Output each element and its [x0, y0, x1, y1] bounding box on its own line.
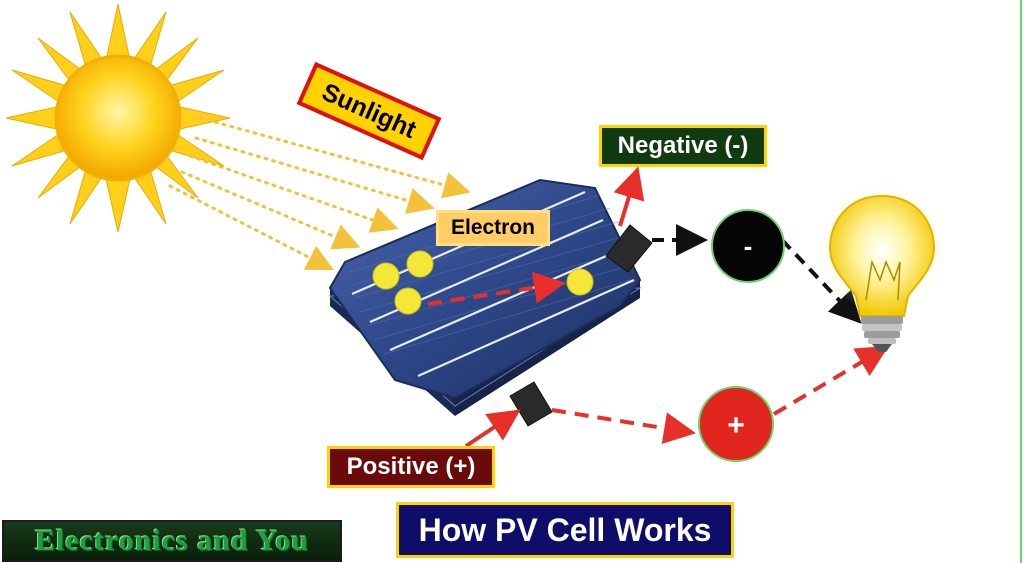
sun-icon	[5, 3, 231, 233]
negative-label-arrow	[613, 166, 645, 227]
positive-label-arrow	[464, 409, 521, 448]
positive-terminal	[509, 381, 553, 427]
electron-dot	[406, 250, 434, 278]
brand-logo: Electronics and You	[2, 520, 342, 562]
negative-wire-2	[780, 238, 862, 324]
electrons	[372, 250, 594, 315]
pv-cell	[328, 178, 642, 416]
positive-node	[698, 386, 774, 462]
electron-dot	[394, 287, 422, 315]
right-border	[1020, 0, 1022, 563]
sunlight-rays	[168, 116, 471, 271]
positive-wire-1	[551, 408, 696, 444]
negative-terminal	[605, 224, 653, 273]
electron-label: Electron	[436, 210, 550, 246]
diagram-title: How PV Cell Works	[396, 502, 734, 558]
positive-node-symbol: +	[727, 409, 745, 442]
negative-node	[711, 209, 785, 283]
positive-label: Positive (+)	[327, 446, 495, 488]
electron-dot	[372, 262, 400, 290]
light-bulb-icon	[818, 184, 946, 352]
negative-label: Negative (-)	[599, 125, 767, 167]
negative-node-symbol: -	[743, 230, 753, 261]
electron-dot	[566, 268, 594, 296]
positive-wire-2	[772, 345, 889, 416]
